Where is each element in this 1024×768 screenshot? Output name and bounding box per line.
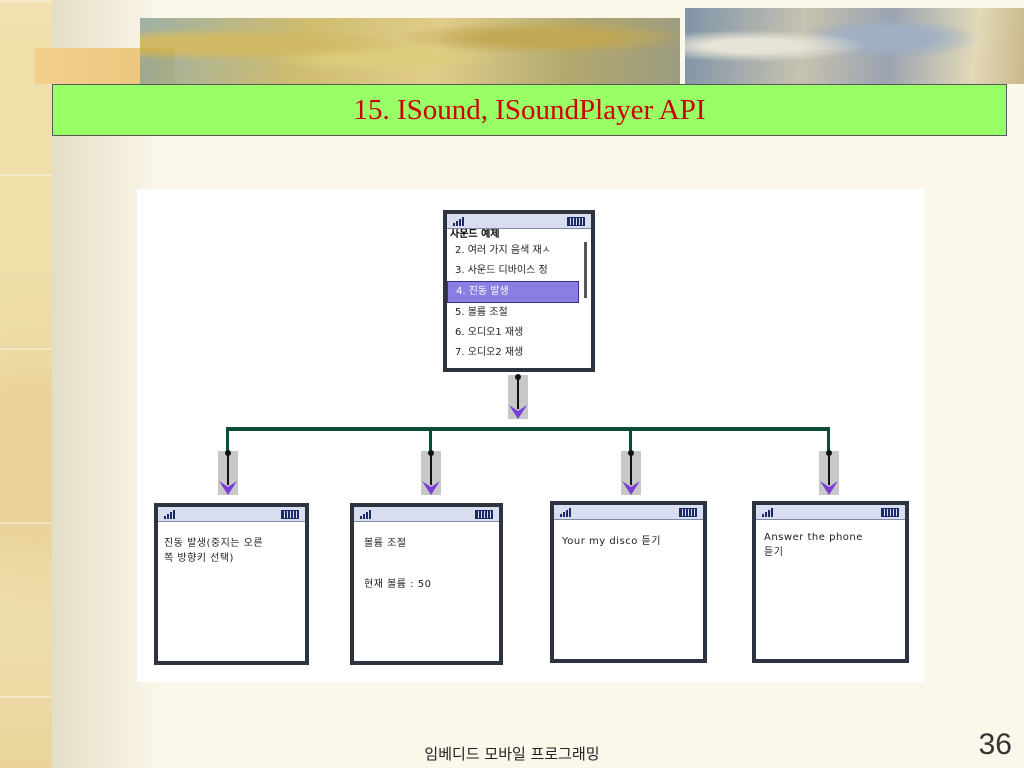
footer-text: 임베디드 모바일 프로그래밍 — [424, 745, 600, 763]
phone-status-bar — [756, 505, 905, 520]
signal-icon — [164, 509, 186, 519]
connector-drop-2 — [429, 427, 432, 455]
signal-icon — [762, 507, 784, 517]
battery-icon — [475, 510, 493, 519]
battery-icon — [281, 510, 299, 519]
phone-text-line: 듣기 — [764, 547, 784, 558]
signal-icon — [453, 216, 475, 226]
parchment-strip — [0, 0, 162, 768]
battery-icon — [679, 508, 697, 517]
phone-text-line: Answer the phone — [764, 532, 863, 543]
child-phone-disco: Your my disco 듣기 — [550, 501, 707, 663]
menu-item-selected[interactable]: 4. 진동 발생 — [447, 281, 579, 303]
arrow-head-icon — [820, 481, 838, 495]
menu-title: 사운드 예제 — [450, 229, 500, 240]
volume-readout: 현재 볼륨 : 50 — [364, 579, 432, 590]
main-phone-screen: 사운드 예제 2. 여러 가지 음색 재ㅅ 3. 사운드 디바이스 정 4. 진… — [443, 210, 595, 372]
phone-status-bar — [158, 507, 305, 522]
down-arrow — [621, 450, 641, 495]
slide-title: 15. ISound, ISoundPlayer API — [353, 93, 706, 126]
down-arrow — [819, 450, 839, 495]
connector-drop-1 — [226, 427, 229, 455]
menu-item[interactable]: 7. 오디오2 재생 — [455, 347, 524, 358]
title-bar: 15. ISound, ISoundPlayer API — [52, 84, 1007, 136]
scrollbar — [584, 242, 587, 298]
page-number: 36 — [978, 728, 1012, 761]
menu-item[interactable]: 6. 오디오1 재생 — [455, 327, 524, 338]
phone-text-line: 진동 발생(중지는 오른 — [164, 538, 264, 549]
child-phone-volume: 볼륨 조절 현재 볼륨 : 50 — [350, 503, 503, 665]
menu-item[interactable]: 3. 사운드 디바이스 정 — [455, 265, 548, 276]
arrow-head-icon — [422, 481, 440, 495]
down-arrow — [421, 450, 441, 495]
arrow-head-icon — [622, 481, 640, 495]
battery-icon — [881, 508, 899, 517]
arrow-head-icon — [219, 481, 237, 495]
down-arrow — [218, 450, 238, 495]
phone-status-bar — [447, 214, 591, 229]
signal-icon — [360, 509, 382, 519]
menu-item[interactable]: 5. 볼륨 조절 — [455, 307, 508, 318]
signal-icon — [560, 507, 582, 517]
menu-list: 2. 여러 가지 음색 재ㅅ 3. 사운드 디바이스 정 4. 진동 발생 5.… — [447, 241, 591, 363]
phone-status-bar — [354, 507, 499, 522]
decorative-banner — [35, 0, 1024, 84]
banner-leaves-image — [140, 18, 680, 84]
battery-icon — [567, 217, 585, 226]
connector-drop-4 — [827, 427, 830, 455]
banner-right-image — [685, 8, 1024, 84]
menu-item[interactable]: 2. 여러 가지 음색 재ㅅ — [455, 245, 551, 256]
down-arrow — [508, 374, 528, 419]
connector-drop-3 — [629, 427, 632, 455]
phone-text-line: Your my disco 듣기 — [562, 536, 661, 547]
phone-text-line: 볼륨 조절 — [364, 538, 407, 549]
connector-horizontal — [226, 427, 830, 431]
child-phone-vibration: 진동 발생(중지는 오른 쪽 방향키 선택) — [154, 503, 309, 665]
child-phone-answer: Answer the phone 듣기 — [752, 501, 909, 663]
arrow-head-icon — [509, 405, 527, 419]
phone-text-line: 쪽 방향키 선택) — [164, 553, 234, 564]
diagram-panel: 사운드 예제 2. 여러 가지 음색 재ㅅ 3. 사운드 디바이스 정 4. 진… — [137, 189, 924, 682]
phone-status-bar — [554, 505, 703, 520]
